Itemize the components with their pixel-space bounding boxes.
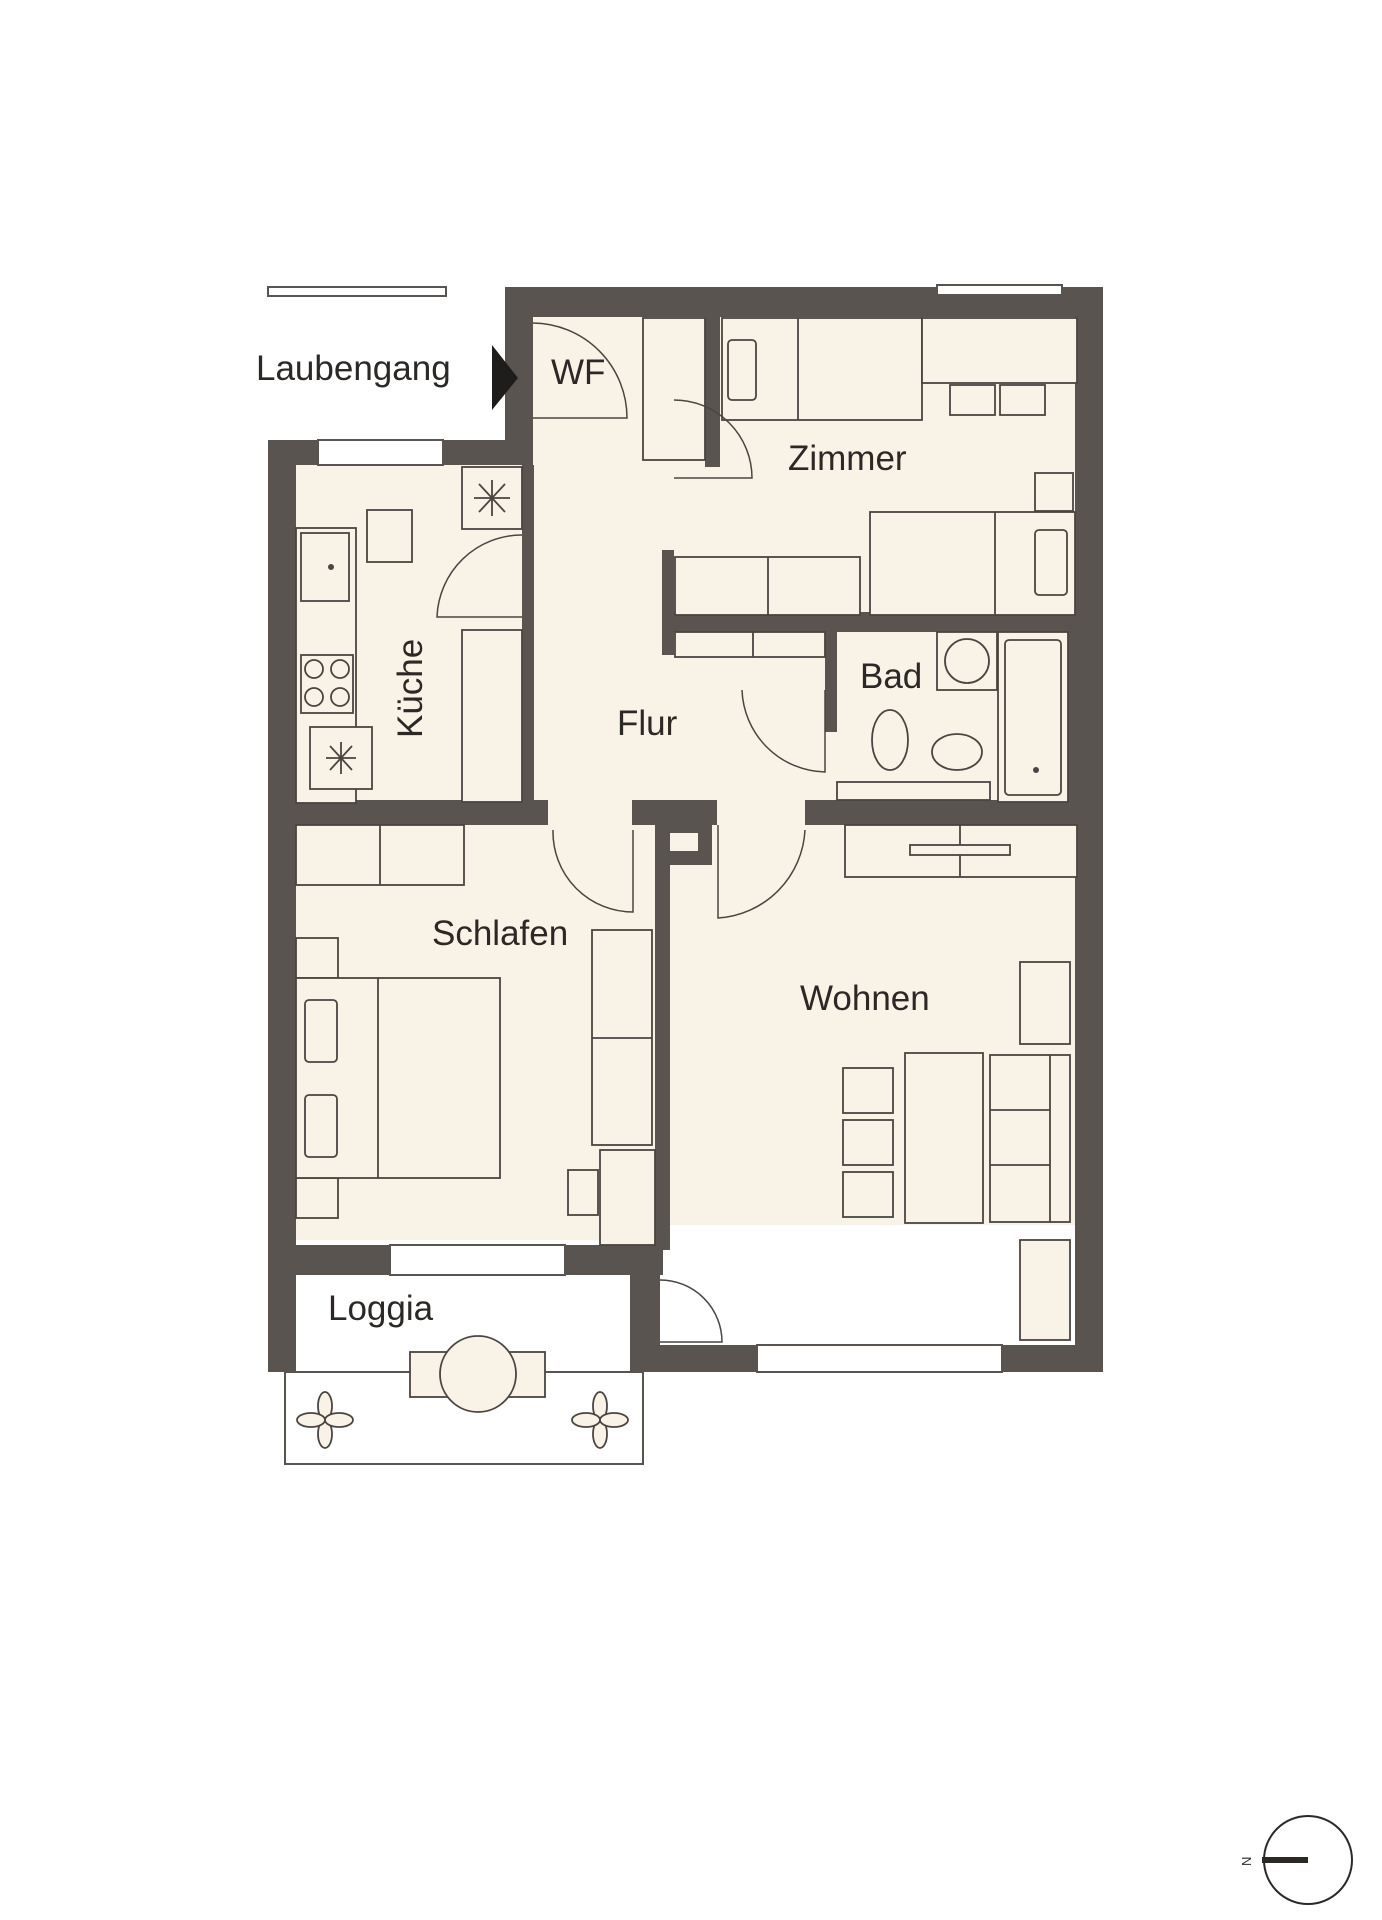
compass-north-label: N: [1239, 1857, 1254, 1866]
kitchen-furniture: [295, 466, 523, 804]
desk-bedroom: [599, 1149, 656, 1246]
door-kitchen: [436, 534, 523, 618]
wall-bad-left: [825, 632, 837, 732]
desk-zimmer: [921, 317, 1078, 384]
door-zimmer: [673, 399, 753, 479]
pillow-icon-2: [1034, 529, 1068, 596]
bath-shelf: [836, 781, 991, 801]
window-bedroom: [389, 1244, 566, 1276]
armchair-icon: [1019, 961, 1071, 1045]
chair-dining-1: [842, 1067, 894, 1114]
chair-dining-2: [842, 1119, 894, 1166]
window-zimmer: [936, 284, 1063, 296]
basin-icon: [931, 733, 983, 771]
wall-bad-right-inner: [1068, 632, 1080, 802]
entry-area: [492, 317, 706, 461]
room-label-bad: Bad: [860, 657, 922, 696]
room-label-kueche: Küche: [391, 639, 430, 738]
toilet-icon: [871, 709, 909, 771]
pillow-icon-3: [304, 999, 338, 1063]
wall-zimmer-left: [705, 317, 720, 467]
table-loggia: [439, 1335, 517, 1413]
wall-right: [1075, 287, 1103, 1372]
chair-dining-3: [842, 1171, 894, 1218]
wall-kitchen-flur: [522, 465, 534, 810]
cabinet-kitchen: [461, 629, 523, 803]
compass-icon: N: [1239, 1815, 1353, 1905]
wall-bad-wohnen: [805, 800, 1080, 825]
door-wohnen: [717, 825, 806, 919]
pillow-icon-4: [304, 1094, 338, 1158]
wf-door: [532, 322, 628, 419]
living-furniture: [659, 824, 1078, 1343]
sink-icon: [300, 532, 350, 602]
kitchen-stool: [366, 509, 413, 563]
room-label-flur: Flur: [617, 704, 678, 743]
chair-bedroom: [567, 1169, 599, 1216]
window-wohnen: [756, 1344, 1003, 1373]
wall-zimmer-bad: [662, 612, 1080, 632]
door-bad: [741, 689, 826, 773]
shelf-corridor: [674, 631, 826, 658]
dining-table: [904, 1052, 984, 1224]
shaft-opening: [670, 833, 698, 851]
room-label-zimmer: Zimmer: [788, 439, 907, 478]
bathroom-furniture: [741, 631, 1069, 803]
chair-icon: [949, 384, 996, 416]
chair-icon-2: [999, 384, 1046, 416]
room-label-wf: WF: [551, 353, 605, 392]
room-label-loggia: Loggia: [328, 1289, 434, 1328]
door-bedroom: [552, 829, 634, 913]
pillow-icon: [727, 339, 757, 401]
plant-icon-2: [571, 1391, 629, 1449]
zimmer-furniture: [673, 317, 1078, 658]
wall-left: [268, 440, 296, 1372]
door-loggia: [659, 1279, 723, 1343]
window-laubengang: [267, 286, 447, 297]
wall-loggia-right: [630, 1275, 660, 1372]
nightstand-icon: [1034, 472, 1074, 512]
wall-zimmer-corr: [662, 550, 674, 655]
room-label-wohnen: Wohnen: [800, 979, 930, 1018]
loggia-furniture: [296, 1335, 629, 1449]
entry-arrow-icon: [492, 345, 518, 410]
wall-bed-wohnen: [655, 810, 670, 1250]
nightstand-bedroom-2: [295, 1177, 339, 1219]
wall-kitchen-bed: [268, 800, 548, 825]
room-label-schlafen: Schlafen: [432, 914, 568, 953]
plant-icon: [296, 1391, 354, 1449]
entrance-label: Laubengang: [256, 349, 451, 388]
sideboard-handle: [909, 844, 1011, 856]
bedroom-furniture: [295, 824, 656, 1246]
cabinet-wohnen: [1019, 1239, 1071, 1341]
sofa-icon: [989, 1054, 1071, 1223]
window-kitchen: [317, 439, 444, 466]
nightstand-bedroom: [295, 937, 339, 979]
walls: [268, 287, 1103, 1372]
wardrobe-entry: [642, 317, 706, 461]
